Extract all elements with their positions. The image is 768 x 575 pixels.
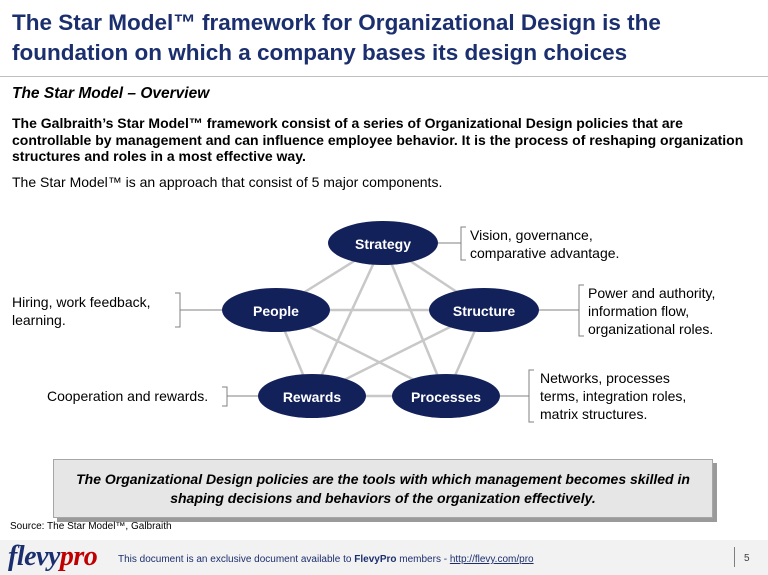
page-number-divider <box>734 547 735 567</box>
node-people <box>222 288 330 332</box>
node-label-processes: Processes <box>410 389 482 405</box>
node-rewards <box>258 374 366 418</box>
source-note: Source: The Star Model™, Galbraith <box>10 521 172 532</box>
component-nodes <box>222 221 539 418</box>
annotation-structure: Power and authority, information flow, o… <box>588 285 716 337</box>
flevypro-logo: flevypro <box>8 541 98 572</box>
callout-text: The Organizational Design policies are t… <box>76 470 690 506</box>
node-strategy <box>328 221 438 265</box>
node-label-strategy: Strategy <box>354 236 412 252</box>
annotation-brackets <box>175 226 584 423</box>
callout-box: The Organizational Design policies are t… <box>53 459 713 518</box>
footer-bar <box>0 540 768 575</box>
node-structure <box>429 288 539 332</box>
annotation-strategy: Vision, governance, comparative advantag… <box>470 227 620 261</box>
footer-disclaimer: This document is an exclusive document a… <box>118 554 534 565</box>
title-divider <box>0 76 768 77</box>
node-label-people: People <box>253 303 299 319</box>
annotation-processes: Networks, processes terms, integration r… <box>540 370 687 422</box>
annotation-rewards: Cooperation and rewards. <box>47 388 209 404</box>
node-label-structure: Structure <box>452 303 516 319</box>
flevy-pro-link[interactable]: http://flevy.com/pro <box>449 554 534 565</box>
node-label-rewards: Rewards <box>282 389 342 405</box>
lead-paragraph: The Galbraith’s Star Model™ framework co… <box>12 115 744 164</box>
node-processes <box>392 374 500 418</box>
section-subtitle: The Star Model – Overview <box>12 85 210 102</box>
annotation-people: Hiring, work feedback, learning. <box>12 294 151 328</box>
page-title: The Star Model™ framework for Organizati… <box>12 10 661 65</box>
intro-paragraph: The Star Model™ is an approach that cons… <box>12 174 443 190</box>
line-strategy-rewards <box>310 242 385 397</box>
page-number: 5 <box>744 553 750 564</box>
line-strategy-processes <box>381 242 448 397</box>
